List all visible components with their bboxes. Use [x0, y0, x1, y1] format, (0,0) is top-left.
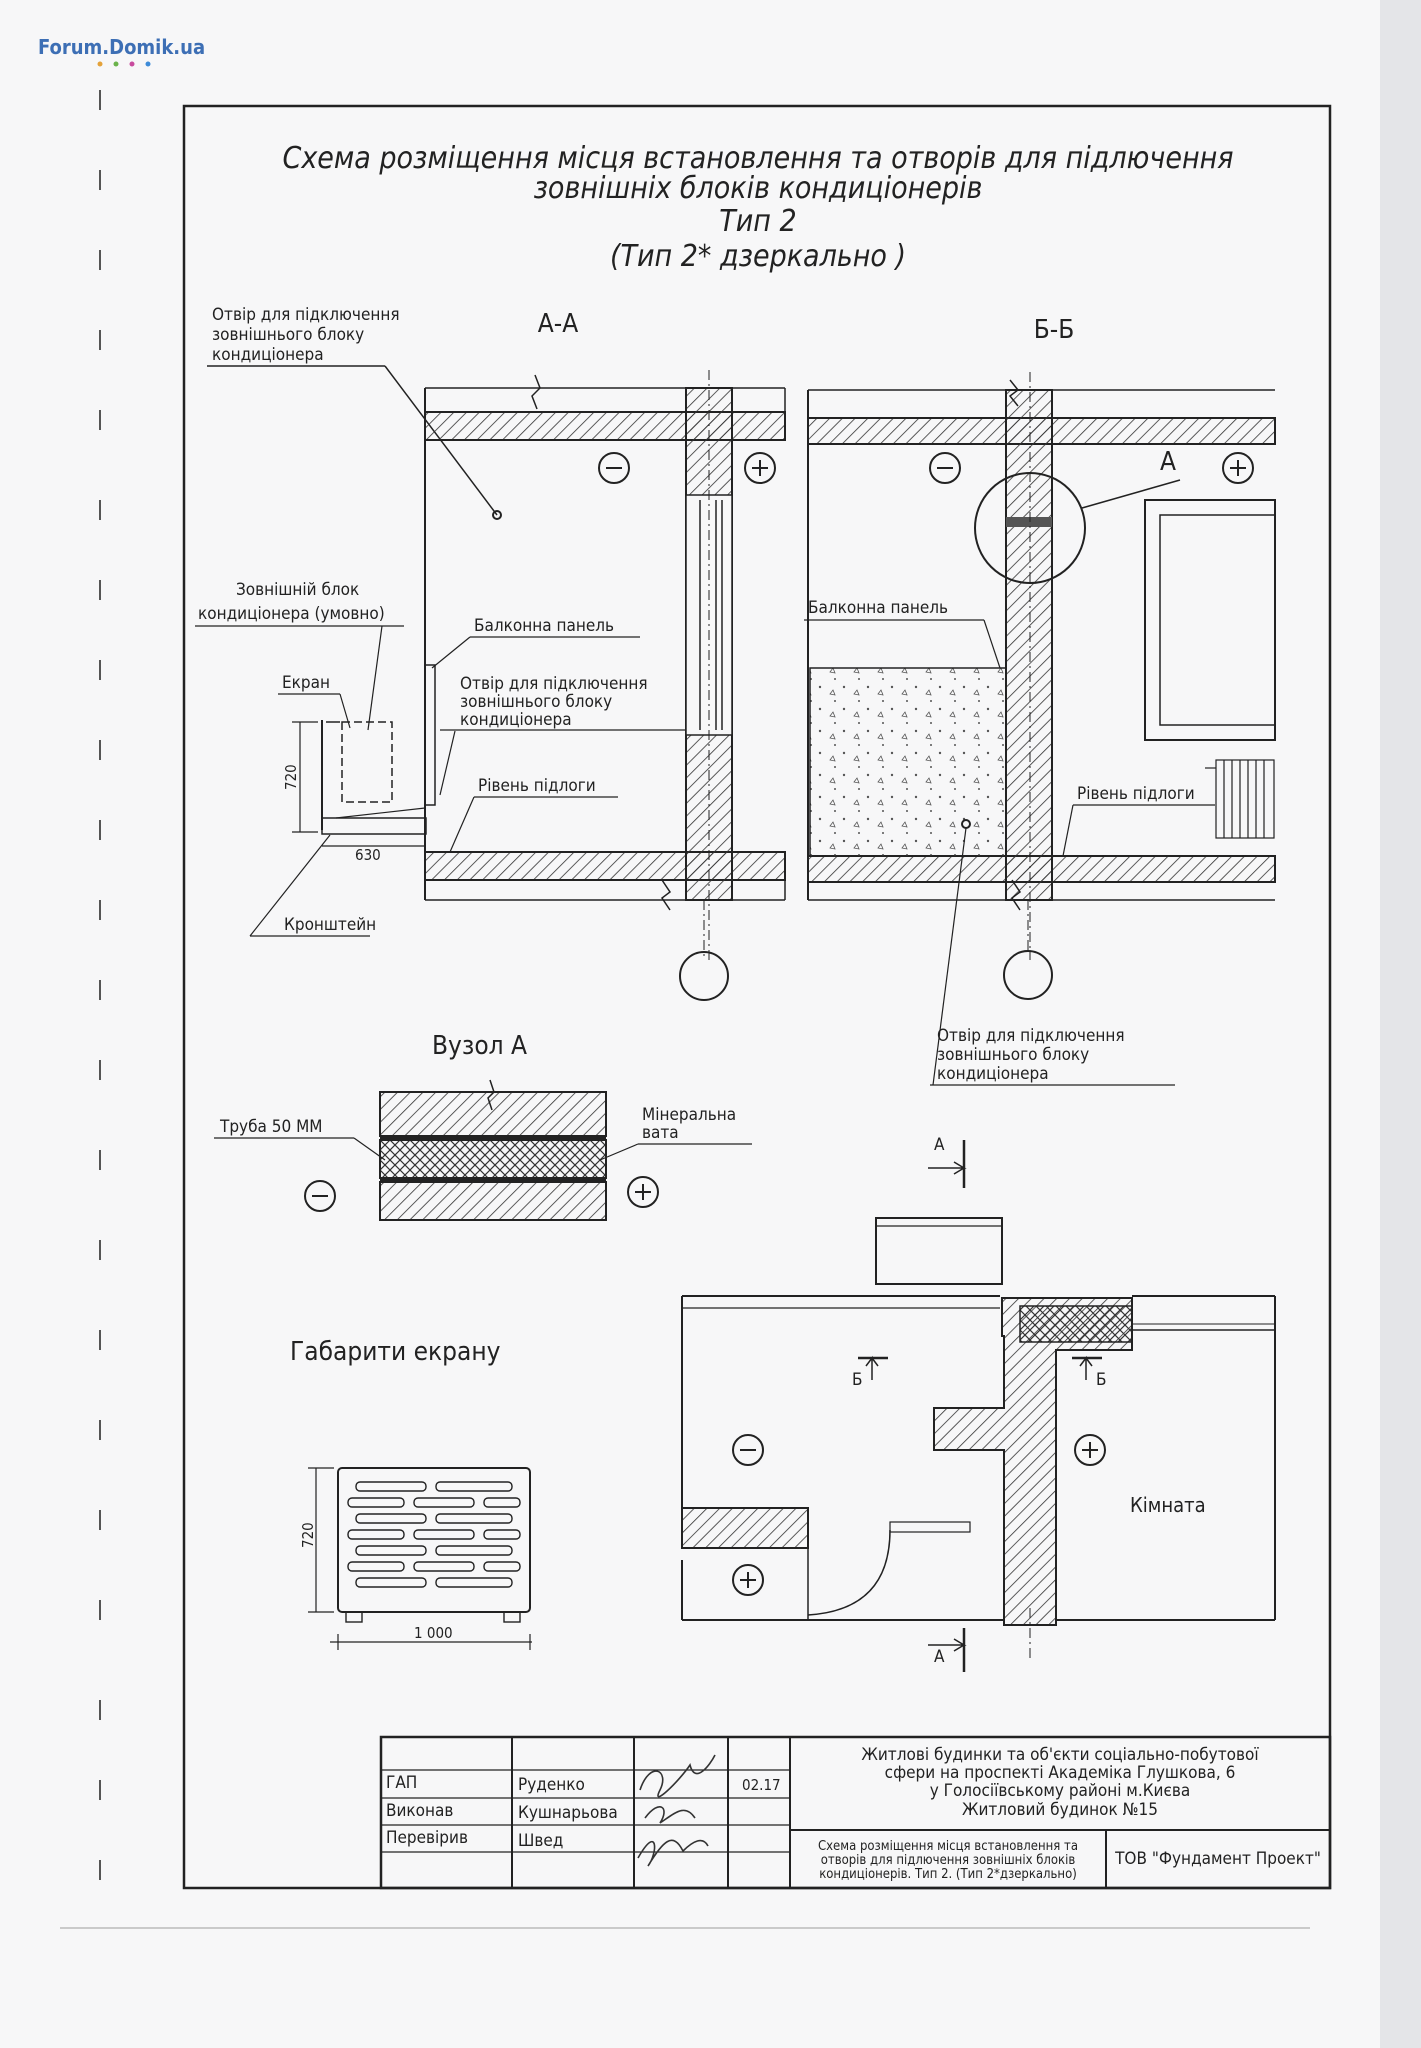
aa-hole-note-2-1: Отвір для підключення: [460, 674, 648, 694]
plan-plus-sign-2: [732, 1564, 764, 1596]
plan-plus-sign: [1074, 1434, 1106, 1466]
plan-cut-b-left: Б: [852, 1370, 863, 1390]
node-a-plus-sign: [627, 1176, 659, 1208]
aa-hole-note-2-3: кондиціонера: [460, 710, 572, 730]
node-a-title: Вузол А: [432, 1031, 527, 1061]
stamp-name-2: Кушнарьова: [518, 1803, 618, 1823]
title-line-4: (Тип 2* дзеркально ): [610, 239, 906, 274]
stamp-role-1: ГАП: [386, 1773, 417, 1793]
section-aa: А-А Отвір для підключення зовнішнього бл…: [195, 305, 786, 1001]
stamp-project-3: у Голосіївському районі м.Києва: [930, 1781, 1191, 1801]
screen-dim-height: 720: [299, 1522, 317, 1548]
node-a-pipe: Труба 50 ММ: [219, 1117, 322, 1137]
bb-node-a-label: А: [1160, 447, 1176, 477]
plan-minus-sign: [732, 1434, 764, 1466]
plan-cut-a-bottom: А: [934, 1647, 945, 1667]
bb-minus-sign: [929, 452, 961, 484]
stamp-company: ТОВ "Фундамент Проект": [1114, 1849, 1321, 1869]
title-line-2: зовнішніх блоків кондиціонерів: [534, 171, 983, 206]
stamp-sheet-title-1: Схема розміщення місця встановлення та: [818, 1839, 1078, 1854]
bb-hole-note-1: Отвір для підключення: [937, 1026, 1125, 1046]
stamp-role-2: Виконав: [386, 1801, 453, 1821]
node-a-wool-1: Мінеральна: [642, 1105, 736, 1125]
section-aa-hole-note-1: Отвір для підключення: [212, 305, 400, 325]
section-bb-label: Б-Б: [1034, 315, 1075, 345]
stamp-name-1: Руденко: [518, 1775, 585, 1795]
section-bb: Б-Б А Балконна панель Рівен: [804, 315, 1276, 1086]
aa-outdoor-unit-1: Зовнішній блок: [236, 580, 359, 600]
plan-cut-b-right: Б: [1096, 1370, 1107, 1390]
drawing-title: Схема розміщення місця встановлення та о…: [282, 141, 1233, 274]
aa-screen-label: Екран: [282, 673, 330, 693]
bb-axis-bubble: [1003, 950, 1053, 1000]
watermark-text: Forum.Domik.ua: [38, 35, 205, 59]
title-line-3: Тип 2: [719, 204, 796, 239]
plan-cut-a-top: А: [934, 1135, 945, 1155]
stamp-project-4: Житловий будинок №15: [962, 1800, 1158, 1820]
screen-dimensions: Габарити екрану 720 1 000: [290, 1337, 532, 1650]
aa-dim-height: 720: [282, 764, 300, 790]
aa-balcony-panel: Балконна панель: [474, 616, 614, 636]
bb-balcony-panel: Балконна панель: [808, 598, 948, 618]
node-a-detail: Вузол А Труба 50 ММ Мінеральна вата: [214, 1031, 752, 1221]
aa-floor-level: Рівень підлоги: [478, 776, 596, 796]
bb-hole-note-2: зовнішнього блоку: [937, 1045, 1089, 1065]
aa-minus-sign: [598, 452, 630, 484]
screen-dims-title: Габарити екрану: [290, 1337, 501, 1367]
stamp-project-1: Житлові будинки та об'єкти соціально-поб…: [861, 1745, 1259, 1765]
aa-bracket: Кронштейн: [284, 915, 376, 935]
stamp-name-3: Швед: [518, 1831, 563, 1851]
stamp-date: 02.17: [742, 1776, 781, 1794]
section-aa-hole-note-3: кондиціонера: [212, 345, 324, 365]
bb-plus-sign: [1222, 452, 1254, 484]
node-a-minus-sign: [304, 1180, 336, 1212]
section-aa-hole-note-2: зовнішнього блоку: [212, 325, 364, 345]
aa-outdoor-unit-2: кондиціонера (умовно): [198, 604, 385, 624]
aa-plus-sign: [744, 452, 776, 484]
plan-room-label: Кімната: [1130, 1493, 1206, 1517]
aa-hole-note-2-2: зовнішнього блоку: [460, 692, 612, 712]
section-aa-label: А-А: [538, 309, 578, 339]
aa-dim-width: 630: [355, 846, 381, 864]
plan-view: А А Б Б Кімната: [681, 1135, 1276, 1672]
bb-hole-note-3: кондиціонера: [937, 1064, 1049, 1084]
screen-dim-width: 1 000: [414, 1624, 453, 1642]
stamp-project-2: сфери на проспекті Академіка Глушкова, 6: [885, 1763, 1236, 1783]
stamp-sheet-title-3: кондиціонерів. Тип 2. (Тип 2*дзеркально): [819, 1867, 1077, 1882]
title-line-1: Схема розміщення місця встановлення та о…: [282, 141, 1233, 176]
stamp-role-3: Перевірив: [386, 1828, 468, 1848]
aa-axis-bubble: [679, 951, 729, 1001]
signatures: [637, 1754, 716, 1867]
node-a-wool-2: вата: [642, 1123, 679, 1143]
stamp-sheet-title-2: отворів для підлючення зовнішніх блоків: [821, 1853, 1076, 1868]
title-block: ГАП Виконав Перевірив Руденко Кушнарьова…: [379, 1735, 1332, 1890]
bb-floor-level: Рівень підлоги: [1077, 784, 1195, 804]
watermark-dots: [97, 61, 151, 67]
